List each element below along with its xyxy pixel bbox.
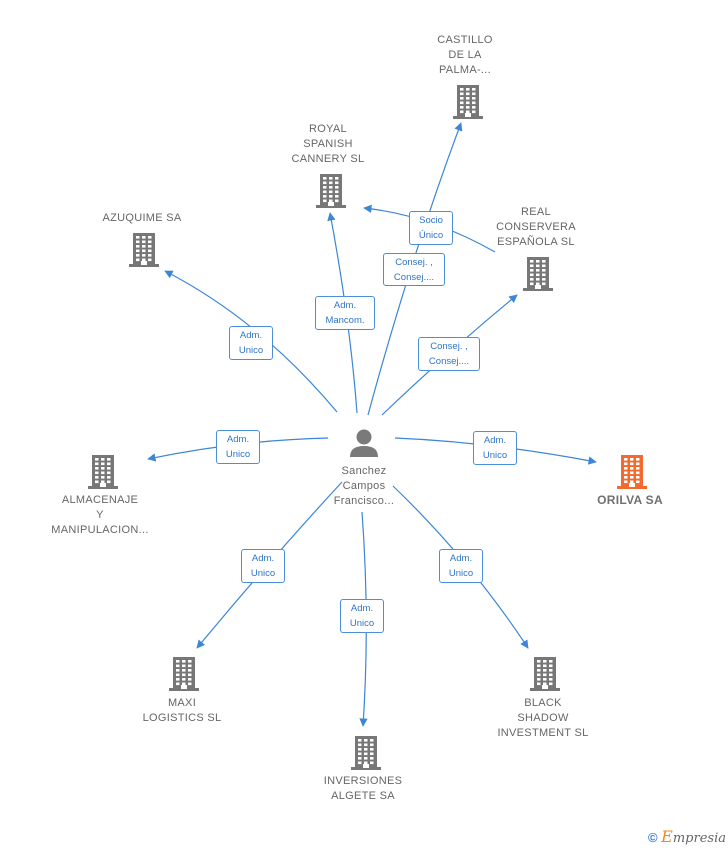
company-label-maxi[interactable]: MAXI LOGISTICS SL	[142, 697, 222, 724]
relation-label-black[interactable]: Adm. Unico	[439, 549, 483, 583]
building-icon[interactable]	[315, 173, 347, 214]
relation-label-almacenaje[interactable]: Adm. Unico	[216, 430, 260, 464]
company-label-inversiones[interactable]: INVERSIONES ALGETE SA	[323, 775, 403, 802]
company-label-azuquime[interactable]: AZUQUIME SA	[102, 212, 182, 224]
building-icon[interactable]	[529, 656, 561, 697]
building-icon[interactable]	[128, 232, 160, 273]
relation-label-maxi[interactable]: Adm. Unico	[241, 549, 285, 583]
building-icon[interactable]	[87, 454, 119, 495]
building-icon[interactable]	[452, 84, 484, 125]
person-icon[interactable]	[350, 429, 378, 458]
company-label-black[interactable]: BLACK SHADOW INVESTMENT SL	[497, 697, 589, 739]
relation-label-orilva[interactable]: Adm. Unico	[473, 431, 517, 465]
building-icon[interactable]	[616, 454, 648, 495]
person-label[interactable]: Sanchez Campos Francisco...	[333, 465, 395, 507]
relation-label-real[interactable]: Consej. , Consej....	[418, 337, 480, 371]
building-icon[interactable]	[168, 656, 200, 697]
company-label-royal[interactable]: ROYAL SPANISH CANNERY SL	[291, 123, 365, 165]
company-label-almacenaje[interactable]: ALMACENAJE Y MANIPULACION...	[51, 494, 149, 536]
relation-label-inversiones[interactable]: Adm. Unico	[340, 599, 384, 633]
brand-logo: © Empresia	[647, 827, 726, 846]
relation-label-azuquime[interactable]: Adm. Unico	[229, 326, 273, 360]
company-label-castillo[interactable]: CASTILLO DE LA PALMA-...	[437, 34, 493, 76]
building-icon[interactable]	[522, 256, 554, 297]
relation-label-castillo[interactable]: Consej. , Consej....	[383, 253, 445, 286]
company-label-real[interactable]: REAL CONSERVERA ESPAÑOLA SL	[496, 206, 576, 248]
company-label-orilva[interactable]: ORILVA SA	[597, 493, 663, 507]
building-icon[interactable]	[350, 735, 382, 776]
relation-label-real-royal[interactable]: Socio Único	[409, 211, 453, 245]
relation-label-royal[interactable]: Adm. Mancom.	[315, 296, 375, 330]
